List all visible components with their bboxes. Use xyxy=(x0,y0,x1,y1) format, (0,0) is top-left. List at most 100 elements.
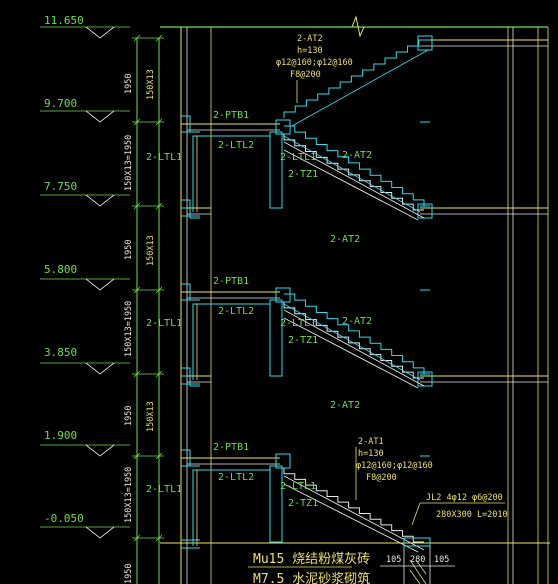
label-ltl1: 2-LTL1 xyxy=(146,318,182,329)
dim-tick xyxy=(155,34,163,42)
level-label: 5.800 xyxy=(44,263,77,276)
at2-note: 2-AT2 h=130 φ12@160;φ12@160 F8@200 xyxy=(276,34,353,103)
dim-flight: 1950 xyxy=(124,74,134,94)
dim-tick xyxy=(133,370,141,378)
stair-steps-up xyxy=(284,125,425,206)
level-marker xyxy=(85,26,115,39)
dim-tick xyxy=(155,118,163,126)
level-label: 7.750 xyxy=(44,180,77,193)
level-marker xyxy=(85,362,115,375)
landing-beam xyxy=(275,119,291,135)
dim-steps: 150X13 xyxy=(146,235,156,266)
label-ltl1-right: 2-LTL1 xyxy=(280,152,316,163)
label-at2: 2-AT2 xyxy=(342,316,372,327)
dim-flight: 1950 xyxy=(124,406,134,426)
note-line: JL2 4φ12 φ6@200 xyxy=(426,493,503,503)
dim-tick xyxy=(133,34,141,42)
label-at2: 2-AT2 xyxy=(330,400,360,411)
member-labels: 2-PTB1 2-LTL2 2-LTL1 2-TZ1 2-AT2 2-AT2 2… xyxy=(213,110,372,509)
generated-elements xyxy=(40,26,548,553)
label-ltl1: 2-LTL1 xyxy=(146,152,182,163)
note-line: 2-AT1 xyxy=(358,437,384,447)
label-at2: 2-AT2 xyxy=(330,234,360,245)
stair-slab-down xyxy=(283,475,425,551)
jl2-note: JL2 4φ12 φ6@200 280X300 L=2010 xyxy=(411,493,508,526)
level-marker xyxy=(85,526,115,539)
note-line: F8@200 xyxy=(290,70,321,80)
material-text: Mu15 烧结粉煤灰砖 xyxy=(253,552,370,567)
note-line: 280X300 L=2010 xyxy=(436,510,508,520)
landing-beam xyxy=(275,453,291,469)
wall-bracket xyxy=(181,367,200,387)
dim-tick xyxy=(133,202,141,210)
dim-steps-total: 150X13=1950 xyxy=(124,135,134,191)
dim-tick xyxy=(155,202,163,210)
frame-lines xyxy=(136,15,550,584)
label-ptb1: 2-PTB1 xyxy=(213,276,249,287)
dim-tick xyxy=(133,118,141,126)
dim-tick xyxy=(155,452,163,460)
dim-text: 280 xyxy=(410,555,425,565)
label-ltl2: 2-LTL2 xyxy=(218,140,254,151)
dim-flight: 1950 xyxy=(124,564,134,584)
label-tz1: 2-TZ1 xyxy=(288,335,318,346)
level-marker xyxy=(85,444,115,457)
level-label: 1.900 xyxy=(44,429,77,442)
label-ltl2: 2-LTL2 xyxy=(218,472,254,483)
level-label: 9.700 xyxy=(44,97,77,110)
stair-slab-down xyxy=(283,141,425,219)
label-ptb1: 2-PTB1 xyxy=(213,110,249,121)
dim-text: 105 xyxy=(434,555,449,565)
level-marker xyxy=(85,110,115,123)
wall-bracket xyxy=(181,449,191,466)
level-label: 11.650 xyxy=(44,14,84,27)
tz1-column xyxy=(269,299,283,377)
label-tz1: 2-TZ1 xyxy=(288,169,318,180)
level-label: 3.850 xyxy=(44,346,77,359)
tz1-column xyxy=(269,465,283,543)
dim-steps: 150X13 xyxy=(146,401,156,432)
note-line: φ12@160;φ12@160 xyxy=(276,58,353,68)
tz1-column xyxy=(269,131,283,209)
dimension-labels: 1950 150X13 150X13=1950 1950 150X13 150X… xyxy=(124,69,156,584)
wall-bracket xyxy=(181,115,191,132)
ltl1-labels: 2-LTL1 2-LTL1 2-LTL1 xyxy=(146,152,182,495)
stair-steps-top xyxy=(283,39,430,118)
stair-steps-down xyxy=(283,468,424,543)
note-line: φ12@160;φ12@160 xyxy=(356,461,433,471)
label-tz1: 2-TZ1 xyxy=(288,498,318,509)
dim-tick xyxy=(155,370,163,378)
label-ltl1: 2-LTL1 xyxy=(146,484,182,495)
dim-tick xyxy=(155,534,163,542)
label-ltl1-right: 2-LTL1 xyxy=(280,318,316,329)
note-line: 2-AT2 xyxy=(297,34,323,44)
stair-slab-up xyxy=(283,135,421,213)
dim-steps-total: 150X13=1950 xyxy=(124,467,134,523)
stair-slab-down xyxy=(283,317,419,389)
wall-bracket xyxy=(181,283,191,300)
dim-tick xyxy=(155,286,163,294)
stair-slab-up xyxy=(283,303,421,381)
stair-slab-down xyxy=(283,309,425,387)
level-marker xyxy=(85,278,115,291)
dim-steps: 150X13 xyxy=(146,69,156,100)
label-at2: 2-AT2 xyxy=(342,150,372,161)
note-line: F8@200 xyxy=(366,473,397,483)
dim-tick xyxy=(133,534,141,542)
dim-tick xyxy=(133,286,141,294)
stair-slab-down xyxy=(283,149,419,221)
landing-beam xyxy=(275,287,291,303)
wall-bracket xyxy=(181,199,200,219)
dim-steps-total: 150X13=1950 xyxy=(124,301,134,357)
mortar-text: M7.5 水泥砂浆砌筑 xyxy=(253,571,370,584)
level-labels: 11.650 9.700 7.750 5.800 3.850 1.900 -0.… xyxy=(44,14,84,525)
stair-slab-top xyxy=(291,49,429,127)
landing-beam xyxy=(417,35,433,51)
dim-tick xyxy=(133,452,141,460)
dim-flight: 1950 xyxy=(124,240,134,260)
foundation-cap xyxy=(403,537,431,547)
note-line: h=130 xyxy=(297,46,323,56)
stair-steps-up xyxy=(284,293,425,374)
level-label: -0.050 xyxy=(44,512,84,525)
